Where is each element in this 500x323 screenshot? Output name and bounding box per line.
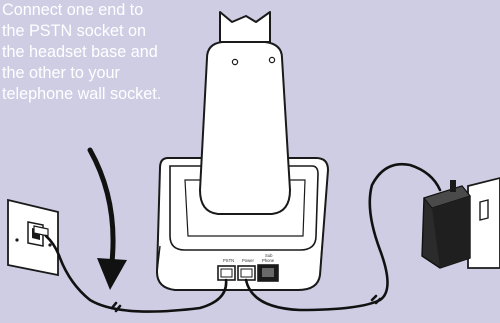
telephone-wall-socket (7, 198, 59, 277)
headset-stand (198, 11, 292, 215)
port-label-power: Power (242, 258, 254, 263)
instruction-text: Connect one end to the PSTN socket on th… (2, 0, 232, 105)
power-wall-socket (467, 177, 500, 269)
stand-hole-left (231, 58, 239, 66)
port-label-sub: Sub (265, 253, 273, 258)
instruction-line: telephone wall socket. (2, 85, 162, 103)
base-ports: PSTN Power Sub Phone (217, 253, 279, 282)
sub-phone-port (257, 264, 279, 282)
port-label-phone: Phone (262, 258, 275, 263)
direction-arrow (87, 147, 127, 290)
power-cable (244, 162, 442, 312)
instruction-line: the other to your (2, 64, 120, 82)
stand-hole-right (268, 56, 276, 64)
instruction-line: Connect one end to (2, 1, 144, 19)
port-label-pstn: PSTN (223, 258, 234, 263)
instruction-line: the headset base and (2, 43, 158, 61)
cables (44, 162, 442, 313)
power-adapter (421, 180, 471, 269)
pstn-cable (44, 234, 228, 313)
instruction-line: the PSTN socket on (2, 22, 146, 40)
